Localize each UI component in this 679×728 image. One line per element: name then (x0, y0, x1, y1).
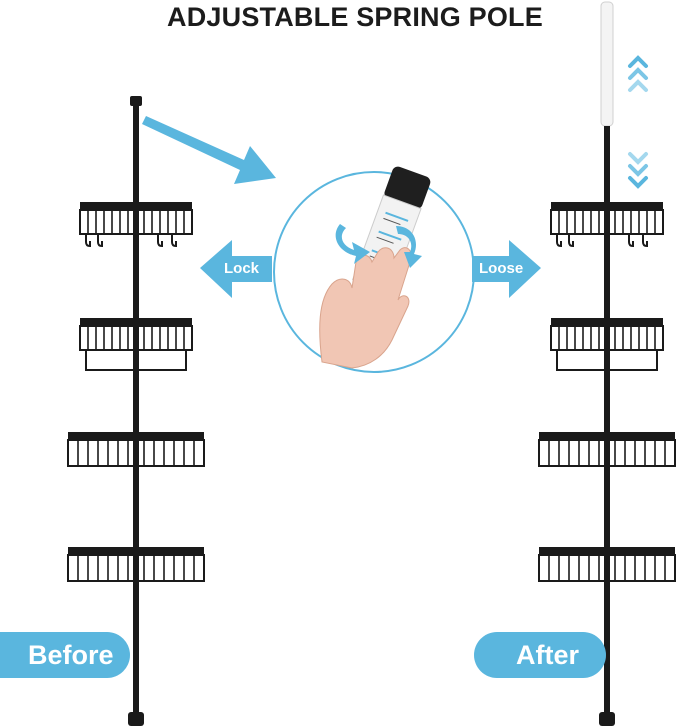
before-label: Before (28, 639, 114, 670)
caddy-before (67, 96, 205, 726)
pointer-arrow-icon (142, 116, 276, 184)
after-label: After (516, 639, 580, 670)
after-badge: After (474, 632, 606, 678)
loose-label: Loose (479, 260, 524, 277)
chevron-down-icon (628, 152, 648, 189)
lock-label: Lock (224, 260, 260, 277)
hand-twisting-pole (319, 166, 431, 369)
before-badge: Before (0, 632, 130, 678)
page-title: ADJUSTABLE SPRING POLE (167, 2, 543, 32)
chevron-up-icon (628, 55, 648, 92)
left-arrow-icon (200, 240, 272, 298)
right-arrow-icon (472, 240, 541, 298)
caddy-after (538, 1, 676, 726)
rotate-arrow-icon (335, 224, 370, 264)
